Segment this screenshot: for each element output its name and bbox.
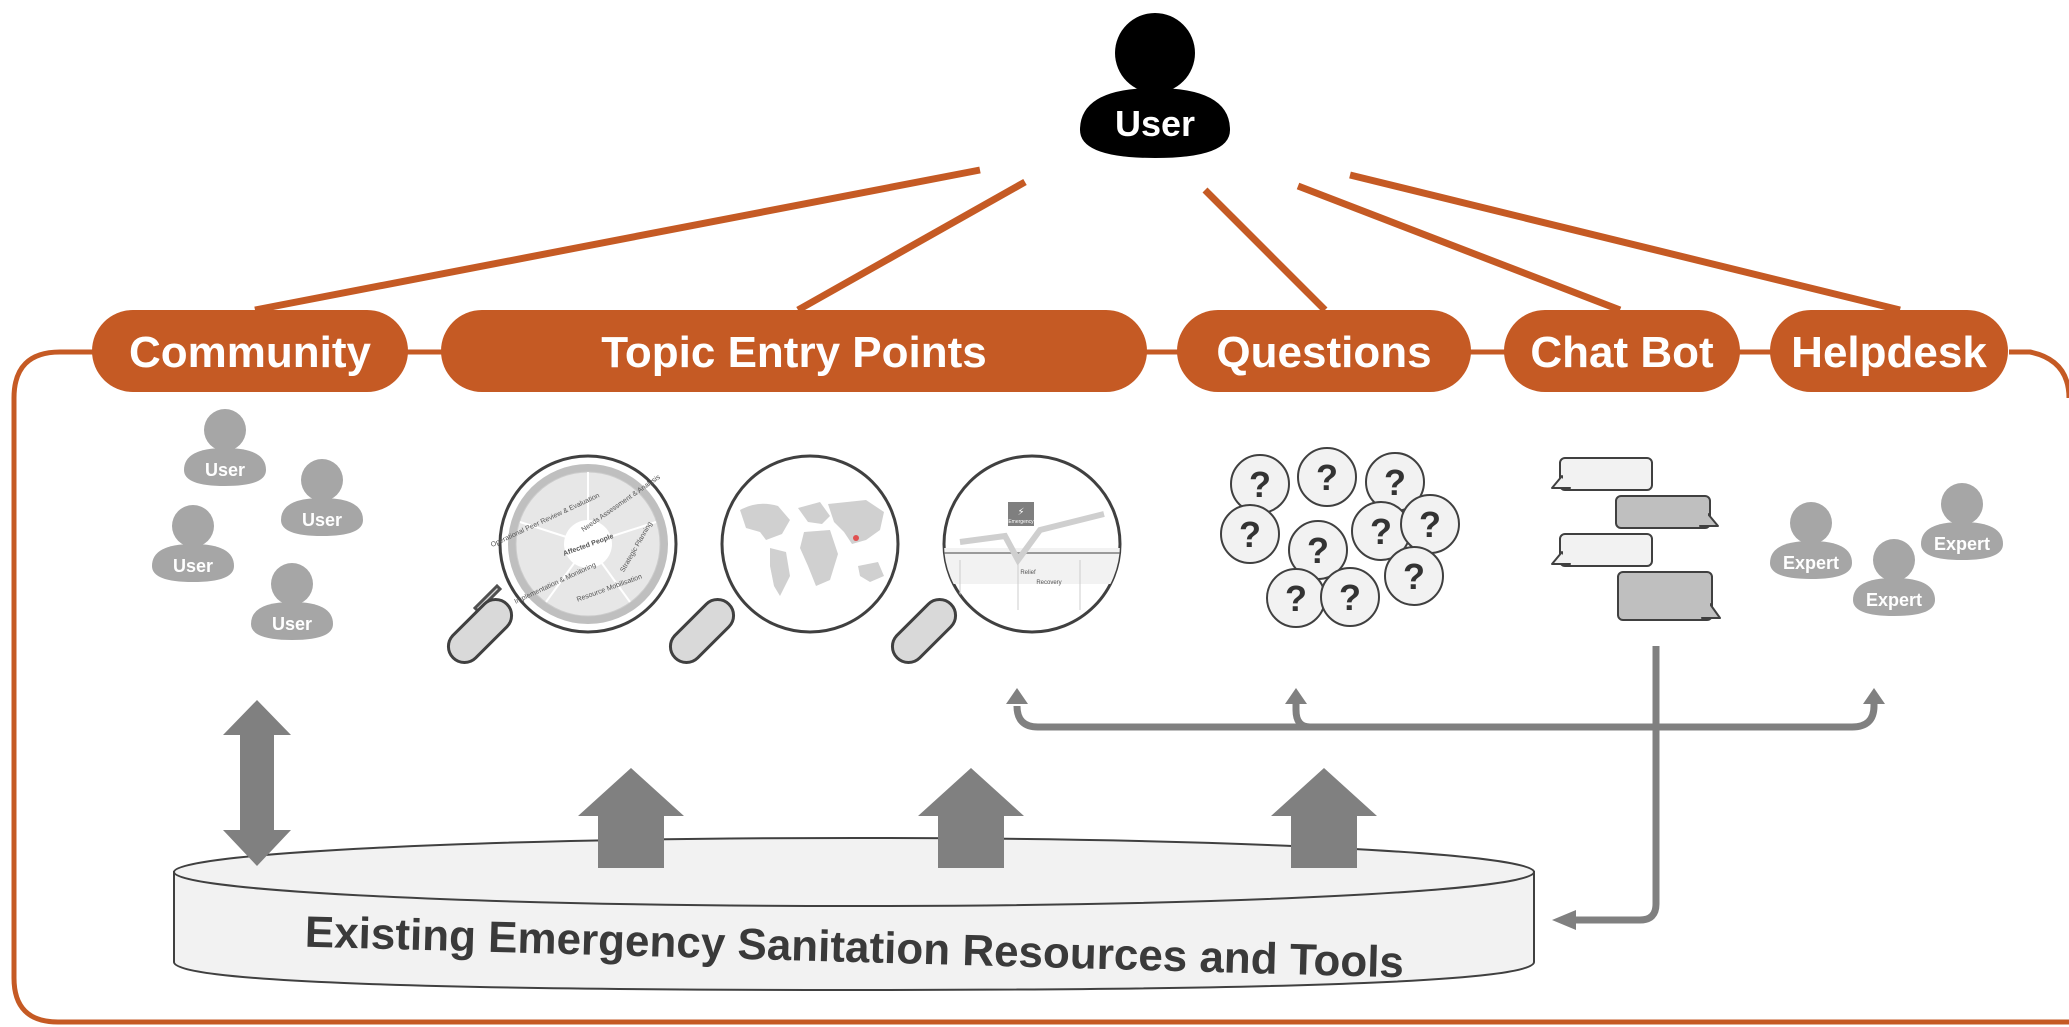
routing-arrowheads bbox=[1006, 688, 1885, 930]
question-mark: ? bbox=[1285, 578, 1307, 619]
routing-feed-line bbox=[1574, 646, 1660, 924]
expert-icon: Expert bbox=[1770, 502, 1852, 579]
emergency-badge-icon: ⚡ bbox=[1017, 507, 1024, 518]
main-user-label: User bbox=[1115, 103, 1195, 144]
channel-topic-entry-points[interactable]: Topic Entry Points bbox=[441, 310, 1147, 392]
question-bubble: ? bbox=[1320, 567, 1380, 627]
channel-questions[interactable]: Questions bbox=[1177, 310, 1471, 392]
main-user: User bbox=[1080, 13, 1230, 158]
question-bubble: ? bbox=[1297, 447, 1357, 507]
question-bubble: ? bbox=[1384, 546, 1444, 606]
chatbot-routing bbox=[1013, 646, 1878, 924]
channel-label: Topic Entry Points bbox=[601, 328, 986, 377]
question-cluster[interactable]: ? ? ? ? ? ? ? ? ? ? bbox=[1220, 447, 1460, 628]
question-bubble: ? bbox=[1220, 504, 1280, 564]
arrow-up-icon bbox=[1271, 768, 1377, 868]
channel-label: Chat Bot bbox=[1530, 328, 1714, 377]
question-mark: ? bbox=[1419, 504, 1441, 545]
community-user-icon: User bbox=[184, 409, 266, 486]
question-mark: ? bbox=[1384, 462, 1406, 503]
lens-handle-grip bbox=[668, 597, 736, 665]
question-bubble: ? bbox=[1266, 568, 1326, 628]
community-user-label: User bbox=[205, 460, 245, 480]
question-bubble: ? bbox=[1351, 501, 1411, 561]
question-bubble: ? bbox=[1288, 520, 1348, 580]
question-mark: ? bbox=[1307, 530, 1329, 571]
helpdesk-experts[interactable]: Expert Expert Expert bbox=[1770, 483, 2003, 616]
timeline-chart: ⚡ Emergency Relief Recovery bbox=[944, 502, 1120, 610]
double-arrow-icon bbox=[223, 700, 291, 866]
main-user-body bbox=[1080, 88, 1230, 158]
main-user-head bbox=[1115, 13, 1195, 93]
routing-branch-line bbox=[1013, 700, 1878, 731]
lens-handle-grip bbox=[446, 597, 514, 665]
arrow-up-icon bbox=[1863, 688, 1885, 704]
community-user-icon: User bbox=[281, 459, 363, 536]
chat-bubble-bot bbox=[1615, 495, 1719, 529]
emergency-badge-label: Emergency bbox=[1008, 519, 1034, 525]
user-connector-lines bbox=[254, 166, 1901, 314]
chat-bubble-bot bbox=[1617, 571, 1721, 621]
question-mark: ? bbox=[1249, 464, 1271, 505]
channel-helpdesk[interactable]: Helpdesk bbox=[1770, 310, 2008, 392]
arrow-left-icon bbox=[1552, 910, 1576, 930]
community-user-icon: User bbox=[251, 563, 333, 640]
community-user-icon: User bbox=[152, 505, 234, 582]
database-top bbox=[173, 837, 1535, 907]
question-mark: ? bbox=[1239, 514, 1261, 555]
timeline-label-relief: Relief bbox=[1020, 570, 1036, 576]
community-user-label: User bbox=[302, 510, 342, 530]
timeline-label-recovery: Recovery bbox=[1036, 580, 1061, 586]
arrow-up-icon bbox=[1006, 688, 1028, 704]
community-members: User User User User bbox=[152, 409, 363, 640]
community-user-label: User bbox=[173, 556, 213, 576]
community-user-label: User bbox=[272, 614, 312, 634]
resources-database: Existing Emergency Sanitation Resources … bbox=[173, 837, 1535, 992]
question-mark: ? bbox=[1339, 577, 1361, 618]
topic-lens-timeline[interactable]: ⚡ Emergency Relief Recovery bbox=[886, 454, 1124, 669]
channel-pill bbox=[92, 310, 408, 392]
question-bubble: ? bbox=[1230, 454, 1290, 514]
expert-label: Expert bbox=[1934, 534, 1990, 554]
channel-pill bbox=[441, 310, 1147, 392]
channel-label: Helpdesk bbox=[1791, 328, 1987, 377]
expert-label: Expert bbox=[1866, 590, 1922, 610]
lens-wheel-center bbox=[564, 520, 612, 568]
channel-community[interactable]: Community bbox=[92, 310, 408, 392]
channel-label: Community bbox=[129, 328, 372, 377]
routing-branch-line bbox=[1292, 700, 1311, 731]
chat-bubbles[interactable] bbox=[1551, 457, 1721, 621]
upload-arrows bbox=[578, 768, 1377, 868]
question-bubble: ? bbox=[1400, 494, 1460, 554]
channel-pill bbox=[1504, 310, 1740, 392]
topic-lens-process-wheel[interactable]: Affected People Needs Assessment & Analy… bbox=[442, 454, 678, 669]
arrow-up-icon bbox=[918, 768, 1024, 868]
chat-bubble-user bbox=[1551, 533, 1653, 567]
question-mark: ? bbox=[1403, 556, 1425, 597]
world-map bbox=[740, 500, 884, 596]
lens-handle-grip bbox=[890, 597, 958, 665]
community-sync-arrow bbox=[223, 700, 291, 866]
arrow-up-icon bbox=[578, 768, 684, 868]
emergency-badge bbox=[1008, 502, 1034, 526]
map-highlight bbox=[853, 535, 859, 541]
channel-pill bbox=[1770, 310, 2008, 392]
channel-label: Questions bbox=[1216, 328, 1431, 377]
expert-icon: Expert bbox=[1853, 539, 1935, 616]
arrow-up-icon bbox=[1285, 688, 1307, 704]
channel-pill bbox=[1177, 310, 1471, 392]
topic-lens-world-map[interactable] bbox=[664, 454, 900, 669]
chat-bubble-user bbox=[1551, 457, 1653, 491]
channel-chat-bot[interactable]: Chat Bot bbox=[1504, 310, 1740, 392]
question-mark: ? bbox=[1370, 511, 1392, 552]
expert-label: Expert bbox=[1783, 553, 1839, 573]
expert-icon: Expert bbox=[1921, 483, 2003, 560]
question-mark: ? bbox=[1316, 457, 1338, 498]
